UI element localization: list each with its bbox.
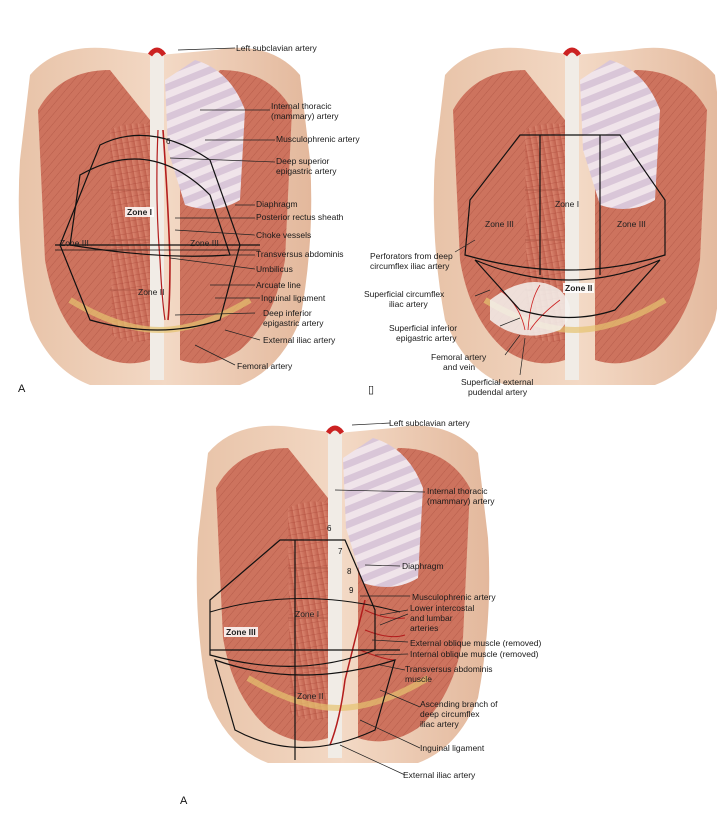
panel-b-label-femoral-2: and vein (443, 362, 476, 372)
panel-a-zone-3-right: Zone III (190, 238, 219, 248)
panel-c-zone-3: Zone III (224, 627, 258, 637)
panel-b-label-sup-pudendal-1: Superficial external (461, 377, 534, 387)
panel-a-label-deep-superior-1: Deep superior (276, 156, 330, 166)
panel-a-label-internal-thoracic-2: (mammary) artery (271, 111, 339, 121)
panel-b-zone-3-left: Zone III (485, 219, 514, 229)
panel-b-zone-3-right: Zone III (617, 219, 646, 229)
panel-b-zone-1: Zone I (555, 199, 580, 209)
panel-a-label-left-subclavian: Left subclavian artery (236, 43, 317, 53)
panel-a-label-posterior-rectus: Posterior rectus sheath (256, 212, 344, 222)
panel-c-label-left-subclavian: Left subclavian artery (389, 418, 470, 428)
panel-c-label-lower-intercostal-2: and lumbar (410, 613, 453, 623)
panel-c-label-ascending-1: Ascending branch of (420, 699, 498, 709)
panel-c-label-ext-oblique: External oblique muscle (removed) (410, 638, 542, 648)
panel-a-label-transversus: Transversus abdominis (256, 249, 344, 259)
panel-b-zone-2: Zone II (563, 283, 595, 293)
panel-c-illustration (197, 422, 490, 776)
panel-b-letter: ▯ (368, 384, 375, 396)
panel-c-label-lower-intercostal-3: arteries (410, 623, 439, 633)
panel-c-label-musculophrenic: Musculophrenic artery (412, 592, 496, 602)
panel-c-label-lower-intercostal-1: Lower intercostal (410, 603, 475, 613)
panel-c-label-ascending-3: iliac artery (420, 719, 459, 729)
panel-a-label-umbilicus: Umbilicus (256, 264, 293, 274)
panel-a-rib-number: 6 (166, 137, 171, 146)
panel-b-label-femoral-1: Femoral artery (431, 352, 487, 362)
panel-a-label-deep-superior-2: epigastric artery (276, 166, 337, 176)
panel-c-rib-7: 7 (338, 547, 343, 556)
panel-b-label-sup-circumflex-1: Superficial circumflex (364, 289, 445, 299)
panel-c-label-external-iliac: External iliac artery (403, 770, 476, 780)
panel-b-label-sup-inferior-2: epigastric artery (396, 333, 457, 343)
panel-a-label-external-iliac: External iliac artery (263, 335, 336, 345)
panel-a-illustration (19, 48, 312, 385)
panel-c-label-transversus-1: Transversus abdominis (405, 664, 493, 674)
panel-c-label-internal-thoracic-2: (mammary) artery (427, 496, 495, 506)
panel-a-label-deep-inferior-2: epigastric artery (263, 318, 324, 328)
panel-c-rib-9: 9 (349, 586, 354, 595)
panel-c-label-diaphragm: Diaphragm (402, 561, 444, 571)
panel-c-label-ascending-2: deep circumflex (420, 709, 480, 719)
panel-a-zone-2: Zone II (138, 287, 165, 297)
panel-c-zone-2: Zone II (297, 691, 324, 701)
panel-a-label-musculophrenic: Musculophrenic artery (276, 134, 360, 144)
panel-c-label-internal-thoracic-1: Internal thoracic (427, 486, 488, 496)
panel-a-label-femoral: Femoral artery (237, 361, 293, 371)
panel-a-label-deep-inferior-1: Deep inferior (263, 308, 312, 318)
panel-a-label-arcuate: Arcuate line (256, 280, 301, 290)
panel-a-label-inguinal: Inguinal ligament (261, 293, 326, 303)
panel-a-label-internal-thoracic-1: Internal thoracic (271, 101, 332, 111)
panel-b-label-perforators-1: Perforators from deep (370, 251, 453, 261)
panel-c-zone-1: Zone I (295, 609, 320, 619)
panel-a-zone-3-left: Zone III (60, 238, 89, 248)
panel-b-label-sup-inferior-1: Superficial inferior (389, 323, 458, 333)
panel-a-label-choke-vessels: Choke vessels (256, 230, 312, 240)
panel-c-label-int-oblique: Internal oblique muscle (removed) (410, 649, 539, 659)
panel-c-rib-8: 8 (347, 567, 352, 576)
panel-b-label-perforators-2: circumflex iliac artery (370, 261, 450, 271)
panel-c-rib-6: 6 (327, 524, 332, 533)
panel-b-illustration (434, 48, 717, 385)
panel-a-letter: A (18, 383, 26, 395)
panel-b-label-sup-circumflex-2: iliac artery (389, 299, 428, 309)
panel-a-label-diaphragm: Diaphragm (256, 199, 298, 209)
panel-b-label-sup-pudendal-2: pudendal artery (468, 387, 528, 397)
panel-a-zone-1: Zone I (125, 207, 155, 217)
panel-c-letter: A (180, 795, 188, 807)
panel-c-label-transversus-2: muscle (405, 674, 432, 684)
panel-c-label-inguinal: Inguinal ligament (420, 743, 485, 753)
